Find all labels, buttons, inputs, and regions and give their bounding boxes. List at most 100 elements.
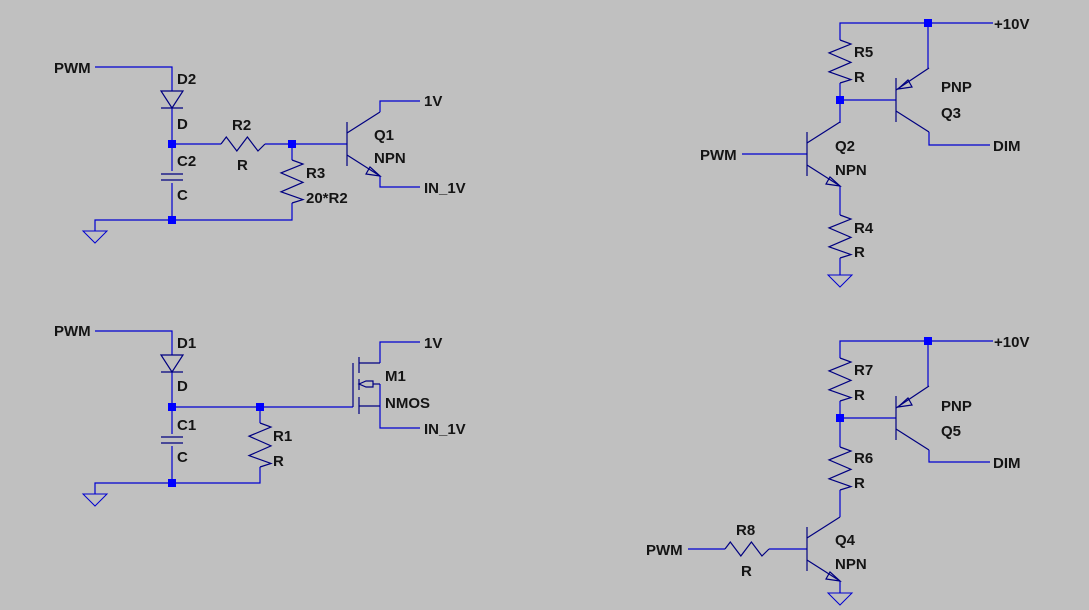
- net-label-pwm[interactable]: PWM: [700, 147, 737, 164]
- transistor-emitter: [806, 164, 841, 187]
- r7-name[interactable]: R7: [854, 362, 873, 379]
- d2-value[interactable]: D: [177, 116, 188, 133]
- r5-name[interactable]: R5: [854, 44, 873, 61]
- r8-value[interactable]: R: [741, 563, 752, 580]
- transistor-q3[interactable]: [895, 67, 930, 133]
- c2-value[interactable]: C: [177, 187, 188, 204]
- junction-dot: [836, 96, 844, 104]
- c1-name[interactable]: C1: [177, 417, 196, 434]
- ground-symbol: [826, 592, 854, 606]
- transistor-collector: [806, 121, 841, 144]
- wire-q1-collector[interactable]: [379, 100, 420, 112]
- r4-value[interactable]: R: [854, 244, 865, 261]
- junction-dot: [256, 403, 264, 411]
- net-label-plus-10v[interactable]: +10V: [994, 334, 1029, 351]
- resistor-r5[interactable]: [827, 39, 853, 84]
- r6-name[interactable]: R6: [854, 450, 873, 467]
- wire-m1-source[interactable]: [379, 384, 420, 429]
- r5-value[interactable]: R: [854, 69, 865, 86]
- emitter-arrow: [825, 571, 842, 582]
- capacitor-c2[interactable]: [161, 173, 183, 181]
- junction-dot: [288, 140, 296, 148]
- transistor-collector: [895, 428, 930, 451]
- transistor-collector: [806, 516, 841, 539]
- r3-value[interactable]: 20*R2: [306, 190, 348, 207]
- r7-value[interactable]: R: [854, 387, 865, 404]
- diode-d2[interactable]: [159, 90, 185, 110]
- wire-gnd[interactable]: [94, 203, 293, 231]
- r1-name[interactable]: R1: [273, 428, 292, 445]
- r2-value[interactable]: R: [237, 157, 248, 174]
- capacitor-c1[interactable]: [161, 436, 183, 444]
- r3-name[interactable]: R3: [306, 165, 325, 182]
- m1-value[interactable]: NMOS: [385, 395, 430, 412]
- wire-pwm[interactable]: [95, 330, 173, 355]
- q3-name[interactable]: Q3: [941, 105, 961, 122]
- d2-name[interactable]: D2: [177, 71, 196, 88]
- net-label-in-1v[interactable]: IN_1V: [424, 180, 466, 197]
- c2-name[interactable]: C2: [177, 153, 196, 170]
- transistor-q2[interactable]: [806, 121, 842, 187]
- q2-name[interactable]: Q2: [835, 138, 855, 155]
- d1-value[interactable]: D: [177, 378, 188, 395]
- m1-name[interactable]: M1: [385, 368, 406, 385]
- transistor-emitter: [806, 559, 841, 582]
- q1-name[interactable]: Q1: [374, 127, 394, 144]
- net-label-pwm[interactable]: PWM: [54, 60, 91, 77]
- resistor-r4[interactable]: [827, 214, 853, 259]
- q4-value[interactable]: NPN: [835, 556, 867, 573]
- wire-plus-10v[interactable]: [839, 22, 993, 40]
- net-label-plus-10v[interactable]: +10V: [994, 16, 1029, 33]
- diode-triangle: [159, 90, 185, 110]
- q3-type[interactable]: PNP: [941, 79, 972, 96]
- r4-name[interactable]: R4: [854, 220, 874, 237]
- resistor-r6[interactable]: [827, 446, 853, 491]
- ground-symbol: [81, 493, 109, 507]
- transistor-q5[interactable]: [895, 385, 930, 451]
- wire-q3-collector[interactable]: [928, 132, 990, 146]
- junction-dot: [168, 403, 176, 411]
- body-arrow: [357, 380, 374, 388]
- wire-plus-10v[interactable]: [839, 340, 993, 358]
- wire-m1-drain[interactable]: [379, 341, 420, 363]
- circuit-top-right: +10V PWM DIM R5 R PNP Q3 Q2 NPN R4 R: [700, 16, 1029, 261]
- net-label-dim[interactable]: DIM: [993, 455, 1021, 472]
- net-label-pwm[interactable]: PWM: [646, 542, 683, 559]
- r2-name[interactable]: R2: [232, 117, 251, 134]
- mosfet-m1[interactable]: [352, 357, 380, 414]
- c1-value[interactable]: C: [177, 449, 188, 466]
- r8-name[interactable]: R8: [736, 522, 755, 539]
- wire-pwm[interactable]: [95, 66, 173, 91]
- q2-value[interactable]: NPN: [835, 162, 867, 179]
- q5-name[interactable]: Q5: [941, 423, 961, 440]
- q4-name[interactable]: Q4: [835, 532, 856, 549]
- wire-gnd[interactable]: [94, 467, 261, 494]
- resistor-r7[interactable]: [827, 357, 853, 402]
- resistor-r3[interactable]: [279, 159, 305, 204]
- ground-symbol: [826, 274, 854, 288]
- net-label-dim[interactable]: DIM: [993, 138, 1021, 155]
- net-label-1v[interactable]: 1V: [424, 93, 442, 110]
- transistor-emitter: [346, 154, 381, 177]
- net-label-1v[interactable]: 1V: [424, 335, 442, 352]
- emitter-arrow: [896, 79, 913, 90]
- d1-name[interactable]: D1: [177, 335, 196, 352]
- r6-value[interactable]: R: [854, 475, 865, 492]
- transistor-q1[interactable]: [346, 111, 382, 177]
- resistor-r2[interactable]: [220, 136, 266, 152]
- q5-type[interactable]: PNP: [941, 398, 972, 415]
- junction-dot: [168, 479, 176, 487]
- wire-q1-emitter[interactable]: [379, 176, 420, 188]
- wire-q5-collector[interactable]: [928, 450, 990, 463]
- r1-value[interactable]: R: [273, 453, 284, 470]
- circuit-top-left: PWM D2 D C2 C R2 R R3 20*R2 Q1 NPN 1V IN…: [54, 60, 466, 207]
- q1-value[interactable]: NPN: [374, 150, 406, 167]
- resistor-r1[interactable]: [247, 422, 273, 468]
- diode-d1[interactable]: [159, 354, 185, 374]
- junction-dot: [168, 216, 176, 224]
- net-label-in-1v[interactable]: IN_1V: [424, 421, 466, 438]
- transistor-q4[interactable]: [806, 516, 842, 582]
- net-label-pwm[interactable]: PWM: [54, 323, 91, 340]
- resistor-r8[interactable]: [724, 541, 770, 557]
